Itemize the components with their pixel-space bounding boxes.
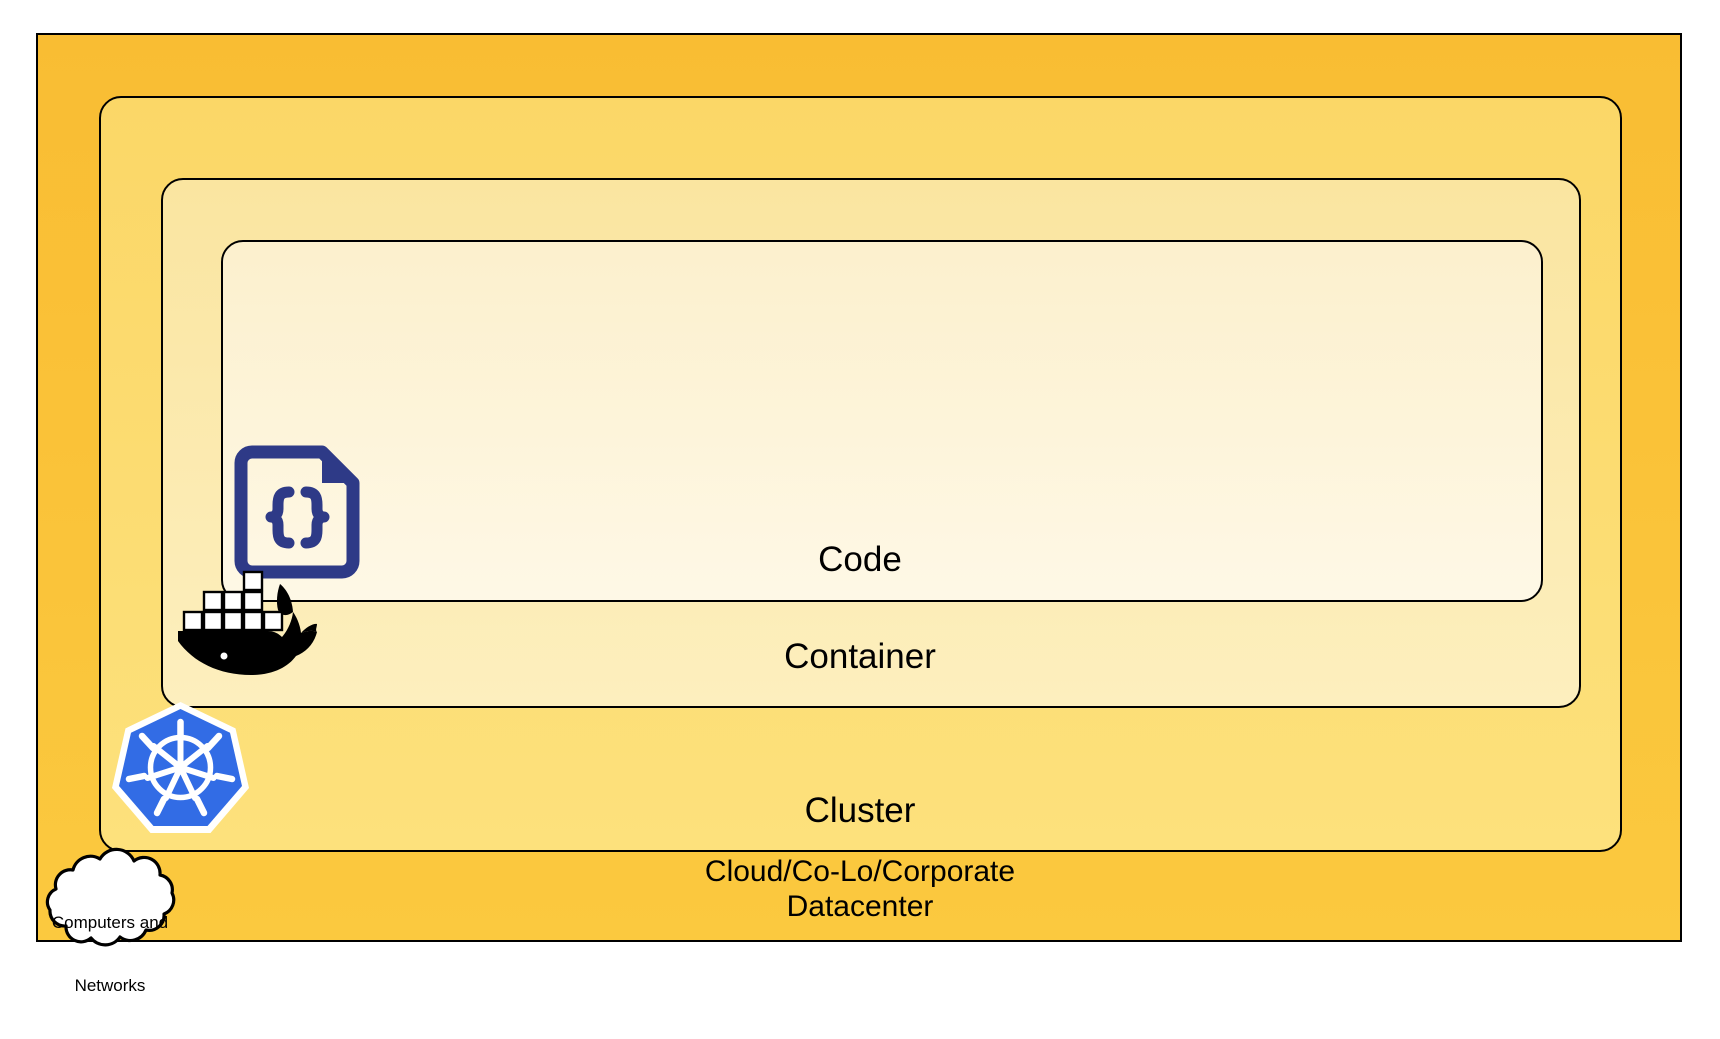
cloud-label-line2: Networks — [74, 976, 146, 996]
layer-label-container: Container — [784, 637, 936, 676]
diagram-canvas: Code Container Cluster Cloud/Co-Lo/Corpo… — [36, 33, 1682, 996]
cloud-icon[interactable] — [36, 847, 184, 947]
code-file-icon — [234, 445, 360, 579]
layer-label-code: Code — [818, 540, 902, 579]
kubernetes-icon — [112, 700, 249, 835]
layer-label-datacenter: Cloud/Co-Lo/Corporate Datacenter — [704, 855, 1016, 923]
layer-code[interactable] — [221, 240, 1543, 602]
layer-label-cluster: Cluster — [804, 791, 916, 830]
docker-whale-icon — [172, 570, 317, 675]
